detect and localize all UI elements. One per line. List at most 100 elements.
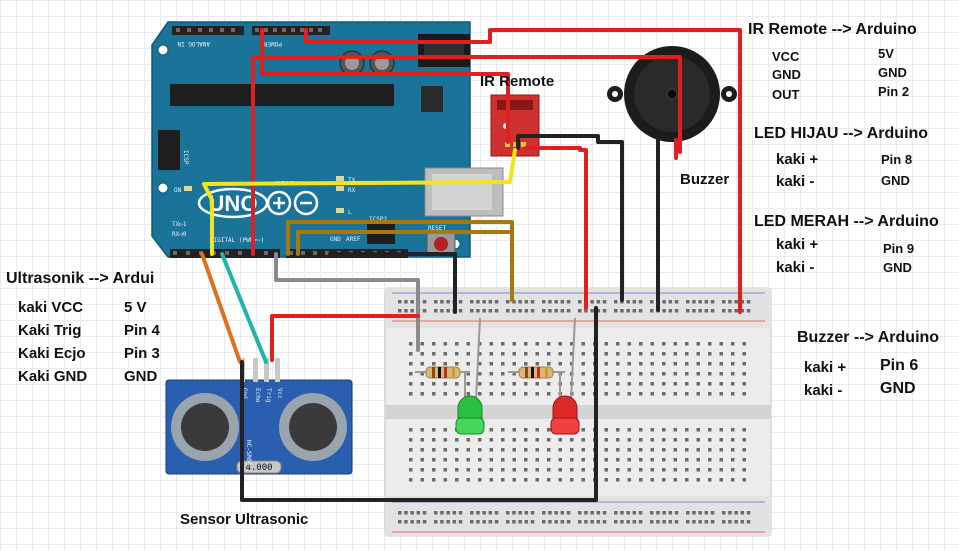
breadboard-hole [719,352,723,356]
breadboard-hole [547,342,551,346]
breadboard-hole [512,428,516,432]
breadboard-hole [558,342,562,346]
breadboard-hole [404,511,408,515]
breadboard-hole [466,382,470,386]
breadboard-hole [590,520,594,524]
header-pin [173,251,177,255]
breadboard-hole [674,520,679,524]
breadboard-hole [616,352,620,356]
breadboard-hole [512,382,516,386]
breadboard-hole [639,342,643,346]
breadboard-hole [719,448,723,452]
breadboard-hole [692,511,696,515]
breadboard-hole [662,468,666,472]
breadboard-hole [488,520,493,524]
breadboard-hole [708,428,712,432]
breadboard-hole [432,382,436,386]
breadboard-hole [696,478,700,482]
breadboard-top-rail [385,288,771,328]
breadboard-hole [455,382,459,386]
breadboard-hole [627,478,631,482]
header-analog [172,26,244,35]
breadboard-hole [466,438,470,442]
breadboard-hole [524,458,528,462]
breadboard-hole [604,438,608,442]
breadboard-hole [696,362,700,366]
breadboard-hole [639,448,643,452]
breadboard-hole [524,342,528,346]
breadboard-hole [489,458,493,462]
breadboard-hole [501,478,505,482]
header-pin [289,251,293,255]
breadboard-hole [627,468,631,472]
table-name: Kaki Ecjo [18,345,86,362]
breadboard-hole [696,352,700,356]
breadboard-hole [409,362,413,366]
breadboard-hole [446,300,450,304]
on-led [184,186,192,191]
breadboard-hole [512,392,516,396]
breadboard-hole [446,520,450,524]
breadboard-hole [478,448,482,452]
header-pin [176,28,180,32]
breadboard-hole [662,352,666,356]
breadboard-hole [604,342,608,346]
led-red [550,317,580,435]
breadboard-hole [614,520,618,524]
breadboard-hole [638,309,643,313]
breadboard-hole [719,438,723,442]
breadboard-hole [409,468,413,472]
ir-pin [521,142,526,147]
breadboard-hole [455,478,459,482]
breadboard-hole [673,448,677,452]
breadboard-hole [602,309,607,313]
breadboard-hole [547,362,551,366]
breadboard-hole [731,428,735,432]
breadboard-hole [728,300,732,304]
breadboard-hole [482,511,486,515]
breadboard-hole [740,309,745,313]
silk-gnd: GND [330,236,341,243]
breadboard-hole [488,309,493,313]
plus-logo-icon [266,190,292,216]
breadboard-hole [512,520,516,524]
breadboard-hole [616,392,620,396]
breadboard-hole [535,428,539,432]
breadboard-hole [566,309,571,313]
breadboard-hole [455,448,459,452]
breadboard-hole [410,300,414,304]
breadboard-hole [501,448,505,452]
breadboard-hole [432,362,436,366]
breadboard-hole [728,309,732,313]
breadboard-hole [554,309,558,313]
breadboard-hole [506,309,510,313]
breadboard-hole [455,362,459,366]
breadboard-hole [535,478,539,482]
breadboard-hole [409,382,413,386]
breadboard-hole [696,428,700,432]
breadboard-hole [698,520,702,524]
breadboard-hole [627,458,631,462]
breadboard-hole [581,382,585,386]
microcontroller-chip [170,84,394,106]
breadboard-hole [506,511,510,515]
header-pin [238,251,242,255]
breadboard-hole [420,382,424,386]
breadboard-hole [627,342,631,346]
breadboard-hole [489,362,493,366]
breadboard-hole [524,448,528,452]
breadboard-hole [409,478,413,482]
breadboard-hole [581,478,585,482]
breadboard-hole [692,520,696,524]
breadboard-hole [466,352,470,356]
breadboard-hole [404,309,408,313]
silk-on: ON [174,187,182,194]
table-name: Kaki Trig [18,322,81,339]
breadboard-hole [616,478,620,482]
breadboard-hole [478,372,482,376]
breadboard-hole [742,372,746,376]
header-pin [325,251,329,255]
voltage-regulator [421,86,443,112]
buzzer-hole [666,88,678,100]
rx-led [336,186,344,191]
